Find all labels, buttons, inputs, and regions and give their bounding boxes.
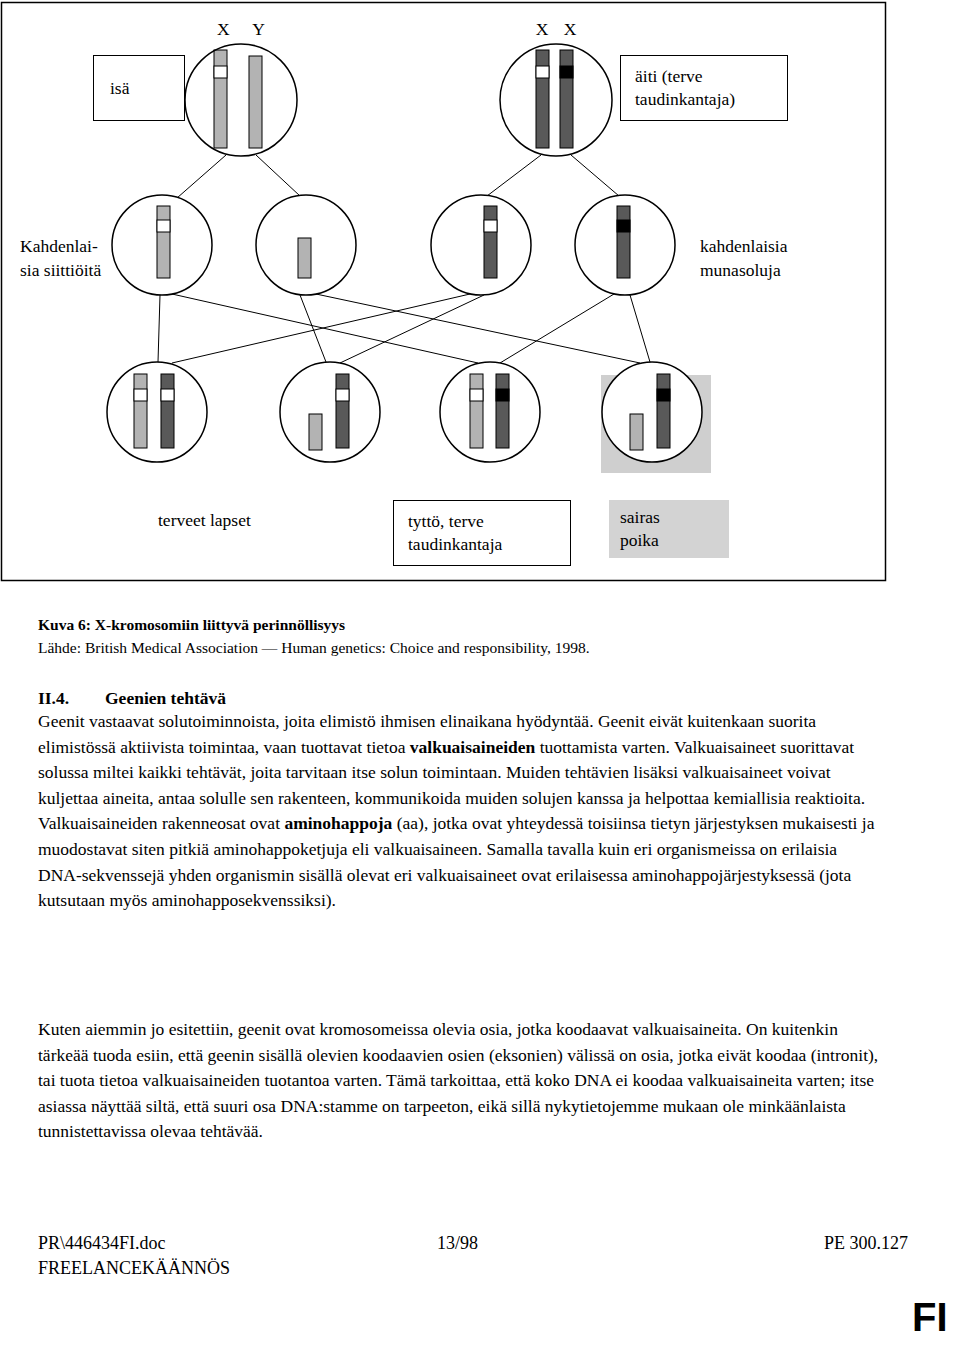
child-cell [602, 362, 702, 462]
normal-gene-band [336, 389, 349, 401]
x-chromosome [157, 206, 170, 278]
y-chromosome [249, 56, 262, 148]
normal-gene-band [536, 66, 549, 78]
inheritance-line [256, 155, 300, 196]
faulty-gene-band [560, 66, 573, 78]
x-chromosome [336, 374, 349, 448]
sperm-cell [112, 195, 212, 295]
box-label: tyttö, terve taudinkantaja [408, 510, 554, 556]
gamete-label: Kahdenlai- sia siittiöitä [20, 234, 115, 282]
chromosome-label: X Y [184, 18, 298, 41]
normal-gene-band [214, 66, 227, 78]
figure-caption: Kuva 6: X-kromosomiin liittyvä perinnöll… [38, 614, 345, 636]
language-code: FI [912, 1294, 948, 1340]
body-paragraph: Geenit vastaavat solutoiminnoista, joita… [38, 709, 883, 914]
faulty-gene-band [617, 220, 630, 232]
section-number: II.4. [38, 686, 69, 710]
inheritance-line [500, 294, 614, 363]
section-heading: Geenien tehtävä [105, 686, 226, 710]
footer-text: PR\446434FI.doc [38, 1231, 166, 1255]
normal-gene-band [470, 389, 483, 401]
faulty-gene-band [657, 389, 670, 401]
egg-cell [575, 195, 675, 295]
page-number: 13/98 [437, 1231, 478, 1255]
normal-gene-band [134, 389, 147, 401]
label-box: sairas poika [609, 500, 729, 558]
sperm-cell [256, 195, 356, 295]
inheritance-line [316, 294, 640, 363]
label-box: tyttö, terve taudinkantaja [393, 500, 571, 566]
body-paragraph: Kuten aiemmin jo esitettiin, geenit ovat… [38, 1017, 883, 1145]
cell-circle [500, 44, 612, 156]
y-chromosome [630, 414, 643, 450]
x-chromosome [161, 374, 174, 448]
faulty-gene-band [496, 389, 509, 401]
x-chromosome [134, 374, 147, 448]
parent-cell: X Y [184, 43, 298, 157]
cell-outline [499, 43, 613, 157]
children-label: terveet lapset [158, 508, 251, 532]
chromosome-label: X X [499, 18, 613, 41]
x-chromosome [470, 374, 483, 448]
footer-text: FREELANCEKÄÄNNÖS [38, 1256, 230, 1280]
inheritance-line [177, 155, 226, 198]
x-chromosome [214, 50, 227, 148]
label-box: äiti (terve taudinkantaja) [620, 55, 788, 121]
label-box: isä [93, 55, 185, 121]
inheritance-line [630, 295, 650, 362]
x-chromosome [484, 206, 497, 278]
parent-cell: X X [499, 43, 613, 157]
x-chromosome [657, 374, 670, 448]
y-chromosome [298, 238, 311, 278]
cell-circle [185, 44, 297, 156]
normal-gene-band [157, 220, 170, 232]
child-cell [440, 362, 540, 462]
inheritance-line [571, 155, 619, 196]
x-chromosome [617, 206, 630, 278]
inheritance-line [340, 295, 484, 363]
x-chromosome [560, 50, 573, 148]
egg-cell [431, 195, 531, 295]
normal-gene-band [484, 220, 497, 232]
normal-gene-band [161, 389, 174, 401]
footer-text: PE 300.127 [824, 1231, 908, 1255]
cell-outline [184, 43, 298, 157]
box-label: äiti (terve taudinkantaja) [635, 65, 771, 111]
bold-term: aminohappoja [284, 813, 392, 833]
diagram-frame [2, 3, 886, 581]
inheritance-line [172, 294, 478, 363]
inheritance-line [172, 294, 470, 363]
x-chromosome [536, 50, 549, 148]
x-chromosome [496, 374, 509, 448]
inheritance-line [487, 155, 541, 196]
box-label: isä [110, 77, 129, 100]
source-note: Lähde: British Medical Association — Hum… [38, 637, 590, 659]
box-label: sairas poika [620, 506, 682, 552]
child-cell [107, 362, 207, 462]
y-chromosome [309, 414, 322, 450]
inheritance-line [158, 295, 160, 362]
gamete-label: kahdenlaisia munasoluja [700, 234, 815, 282]
child-cell [280, 362, 380, 462]
bold-term: valkuaisaineiden [410, 737, 535, 757]
